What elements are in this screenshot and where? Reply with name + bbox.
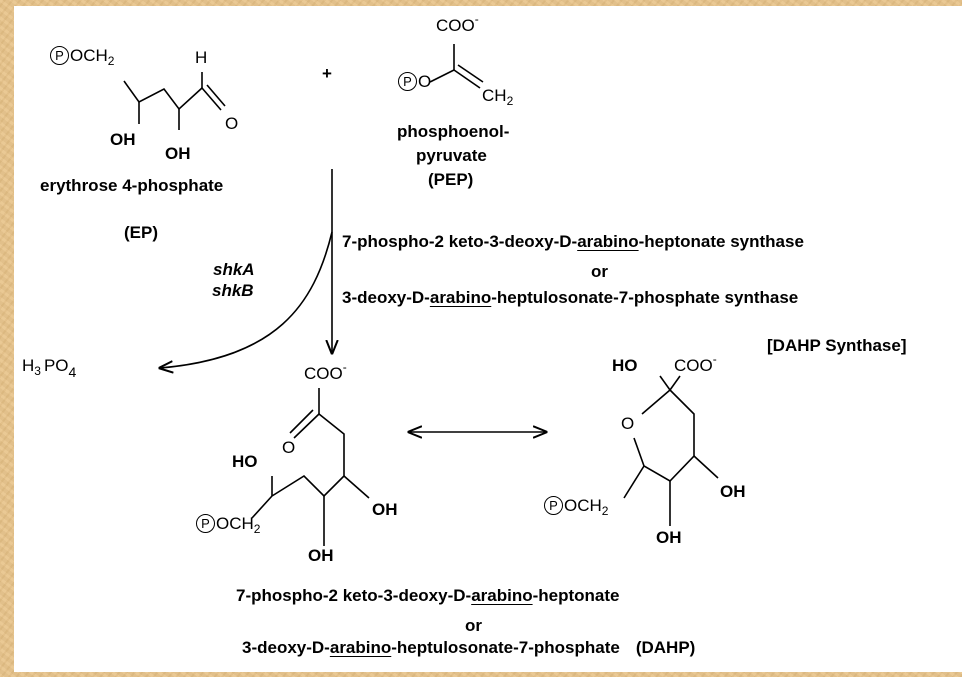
ring-o-atom: O [621, 414, 635, 433]
product-name-line1: 7-phospho-2 keto-3-deoxy-D-arabino-hepto… [236, 586, 620, 605]
ep-oh-label-1: OH [110, 130, 136, 149]
ring-o-bond [641, 389, 671, 415]
product-name-or: or [465, 616, 482, 635]
pep-double-bond-2 [457, 64, 484, 83]
pep-name-line2: pyruvate [416, 146, 487, 165]
open-ho: HO [232, 452, 258, 471]
ring-ho: HO [612, 356, 638, 375]
phosphate-circle-icon: P [196, 514, 215, 533]
phosphate-release-arrow [160, 231, 333, 368]
open-chain-bonds [271, 413, 345, 498]
pep-ch2: CH2 [482, 86, 514, 108]
pep-name-line1: phosphoenol- [397, 122, 510, 141]
ep-carbonyl-bond-2 [206, 84, 226, 107]
phosphate-circle-icon: P [398, 72, 417, 91]
open-carbonyl-bond-2 [289, 409, 314, 434]
ring-bonds [633, 389, 695, 483]
open-o-atom: O [282, 438, 296, 457]
enzyme-or: or [591, 262, 608, 281]
pep-abbr: (PEP) [428, 170, 474, 189]
phosphate-circle-icon: P [544, 496, 563, 515]
ring-oh-right-bond [693, 455, 719, 479]
open-oh-right: OH [372, 500, 398, 519]
ring-oh-right: OH [720, 482, 746, 501]
open-oh-right-bond [343, 475, 370, 499]
ring-ho-bond [659, 375, 671, 391]
ring-coo: COO- [674, 352, 717, 375]
pep-double-bond-1 [453, 69, 481, 89]
product-name-line2: 3-deoxy-D-arabino-heptulosonate-7-phosph… [242, 638, 696, 657]
ep-h-atom: H [195, 48, 208, 67]
enzyme-abbr: [DAHP Synthase] [767, 336, 907, 355]
gene-shka: shkA [213, 260, 255, 279]
ep-o-atom: O [225, 114, 239, 133]
open-carbonyl-bond-1 [293, 413, 320, 439]
pep-coo: COO- [436, 12, 479, 35]
ep-oh-label-2: OH [165, 144, 191, 163]
ep-name: erythrose 4-phosphate [40, 176, 224, 195]
phosphate-circle-icon: P [50, 46, 69, 65]
open-ch2-bond [251, 495, 273, 519]
gene-shkb: shkB [212, 281, 254, 300]
open-coo: COO- [304, 360, 347, 383]
ep-skeleton-bonds [123, 80, 203, 111]
ring-coo-bond [669, 375, 681, 391]
reaction-scheme-svg [123, 44, 719, 546]
ep-carbonyl-bond-1 [201, 87, 222, 111]
plus-sign: + [322, 64, 332, 83]
ring-ch2-bond [623, 465, 645, 499]
enzyme-name-2: 3-deoxy-D-arabino-heptulosonate-7-phosph… [342, 288, 799, 307]
open-oh-bottom: OH [308, 546, 334, 565]
ring-oh-bottom: OH [656, 528, 682, 547]
ep-abbr: (EP) [124, 223, 158, 242]
enzyme-name-1: 7-phospho-2 keto-3-deoxy-D-arabino-hepto… [342, 232, 804, 251]
pep-o-bond [429, 69, 455, 83]
